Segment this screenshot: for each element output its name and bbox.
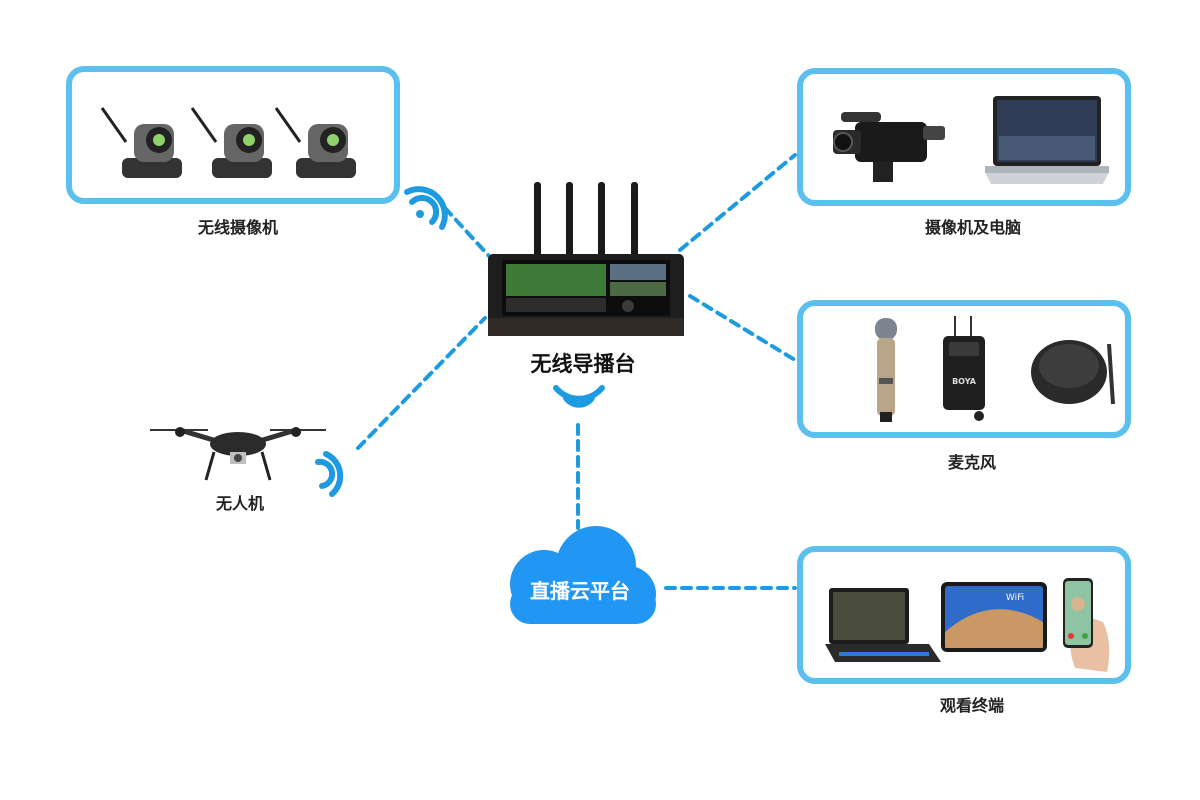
drone-label: 无人机 <box>215 494 264 513</box>
link-camera-pc <box>678 153 797 252</box>
camera-pc-label: 摄像机及电脑 <box>924 218 1021 237</box>
link-microphone <box>688 294 797 362</box>
link-drone <box>356 316 487 450</box>
wifi-signal-hub-icon <box>553 385 605 408</box>
microphone-label: 麦克风 <box>947 453 996 472</box>
camcorder-laptop-icon <box>833 96 1109 184</box>
wireless-cameras-label: 无线摄像机 <box>197 218 278 237</box>
viewer-label: 观看终端 <box>939 696 1004 715</box>
wifi-signal-drone-icon <box>315 451 344 497</box>
microphone-box: BOYA <box>797 300 1131 438</box>
viewer-box: WiFi <box>797 546 1131 684</box>
wifi-signal-cameras-icon <box>404 186 448 230</box>
microphones-icon: BOYA <box>875 316 1115 422</box>
hub-label: 无线导播台 <box>530 352 636 376</box>
link-cameras <box>443 206 502 270</box>
tablet-wifi-text: WiFi <box>1006 593 1024 603</box>
wireless-cameras-box <box>66 66 400 204</box>
camera-pc-box <box>797 68 1131 206</box>
viewing-devices-icon: WiFi <box>825 578 1110 672</box>
mic-brand-text: BOYA <box>952 377 977 386</box>
ptz-cameras-icon <box>100 107 356 178</box>
